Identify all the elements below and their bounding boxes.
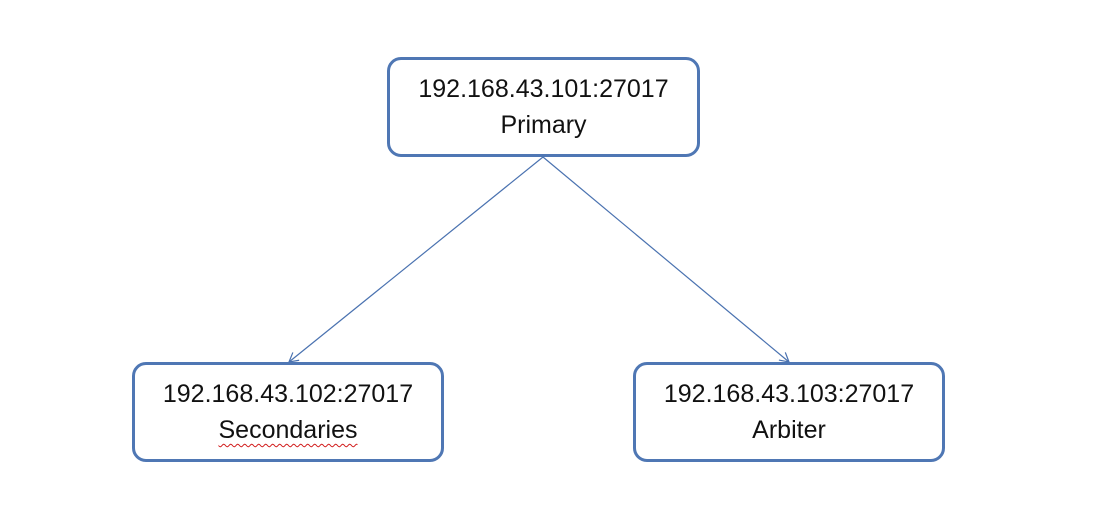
- arbiter-role: Arbiter: [752, 416, 826, 444]
- connector-primary-to-arbiter: [542, 156, 790, 363]
- arbiter-address: 192.168.43.103:27017: [663, 380, 915, 408]
- arbiter-node: 192.168.43.103:27017 Arbiter: [633, 362, 945, 462]
- primary-role: Primary: [500, 111, 587, 139]
- connector-primary-to-secondary: [288, 156, 544, 363]
- primary-address: 192.168.43.101:27017: [418, 75, 669, 103]
- secondary-node: 192.168.43.102:27017 Secondaries: [132, 362, 444, 462]
- primary-node: 192.168.43.101:27017 Primary: [387, 57, 700, 157]
- secondary-address: 192.168.43.102:27017: [162, 380, 414, 408]
- secondary-role: Secondaries: [218, 416, 358, 444]
